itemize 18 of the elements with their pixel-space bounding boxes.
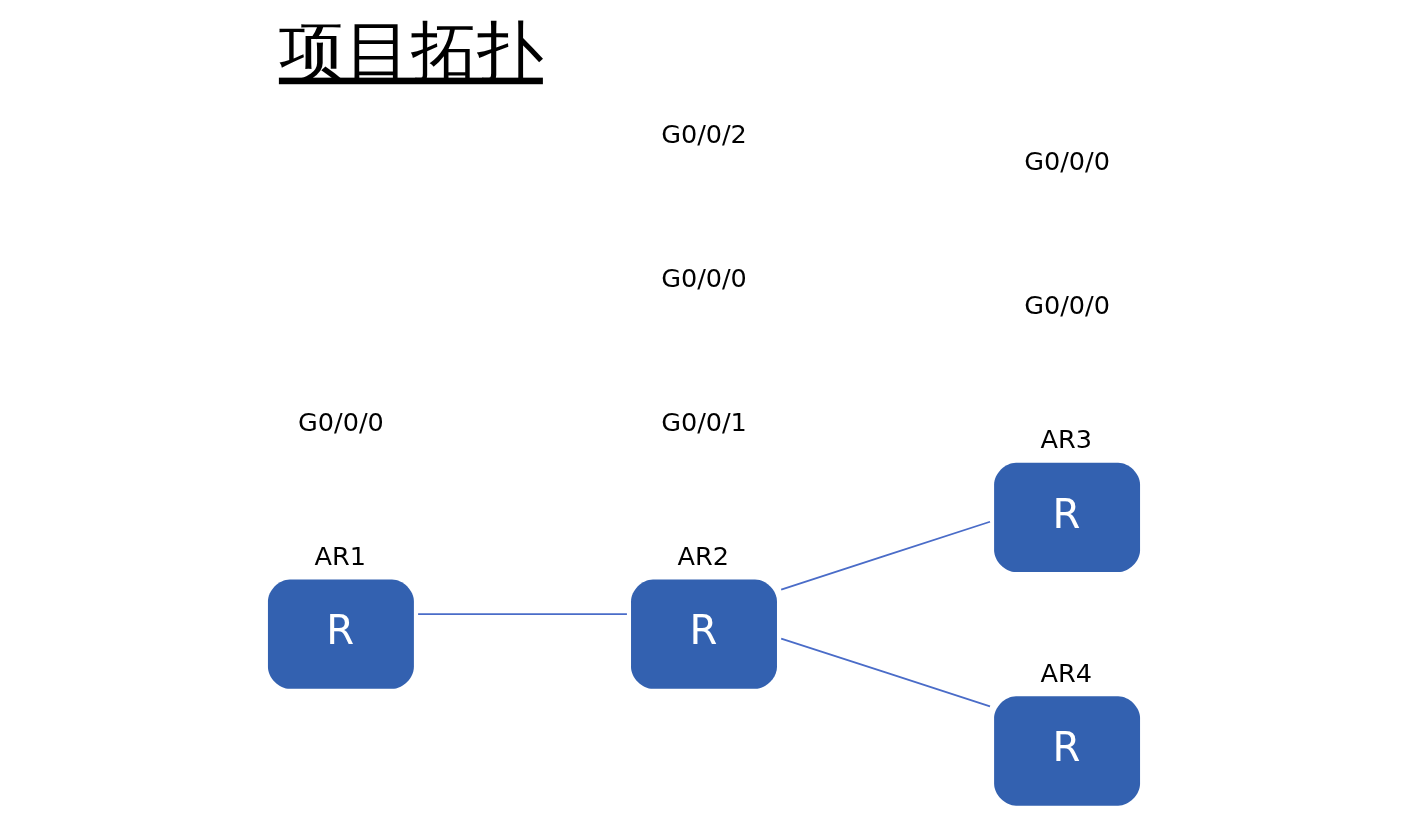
node-box: R: [994, 696, 1141, 806]
label: G0/0/0: [661, 262, 747, 293]
label: G0/0/0: [1024, 290, 1110, 321]
label: G0/0/2: [661, 118, 747, 149]
connector: [780, 637, 991, 708]
node-box: R: [994, 462, 1141, 573]
node-label: AR3: [1040, 424, 1093, 455]
label: G0/0/1: [661, 407, 747, 438]
node-box: R: [267, 579, 414, 689]
node-label: AR4: [1040, 657, 1093, 688]
node-label: AR2: [677, 541, 729, 572]
node-label: AR1: [314, 541, 366, 572]
node-box: R: [631, 579, 777, 689]
diagram-title: 项目拓扑: [278, 12, 543, 89]
connector: [417, 613, 628, 615]
connector: [780, 520, 991, 591]
label: G0/0/0: [298, 407, 384, 438]
label: G0/0/0: [1024, 146, 1110, 177]
